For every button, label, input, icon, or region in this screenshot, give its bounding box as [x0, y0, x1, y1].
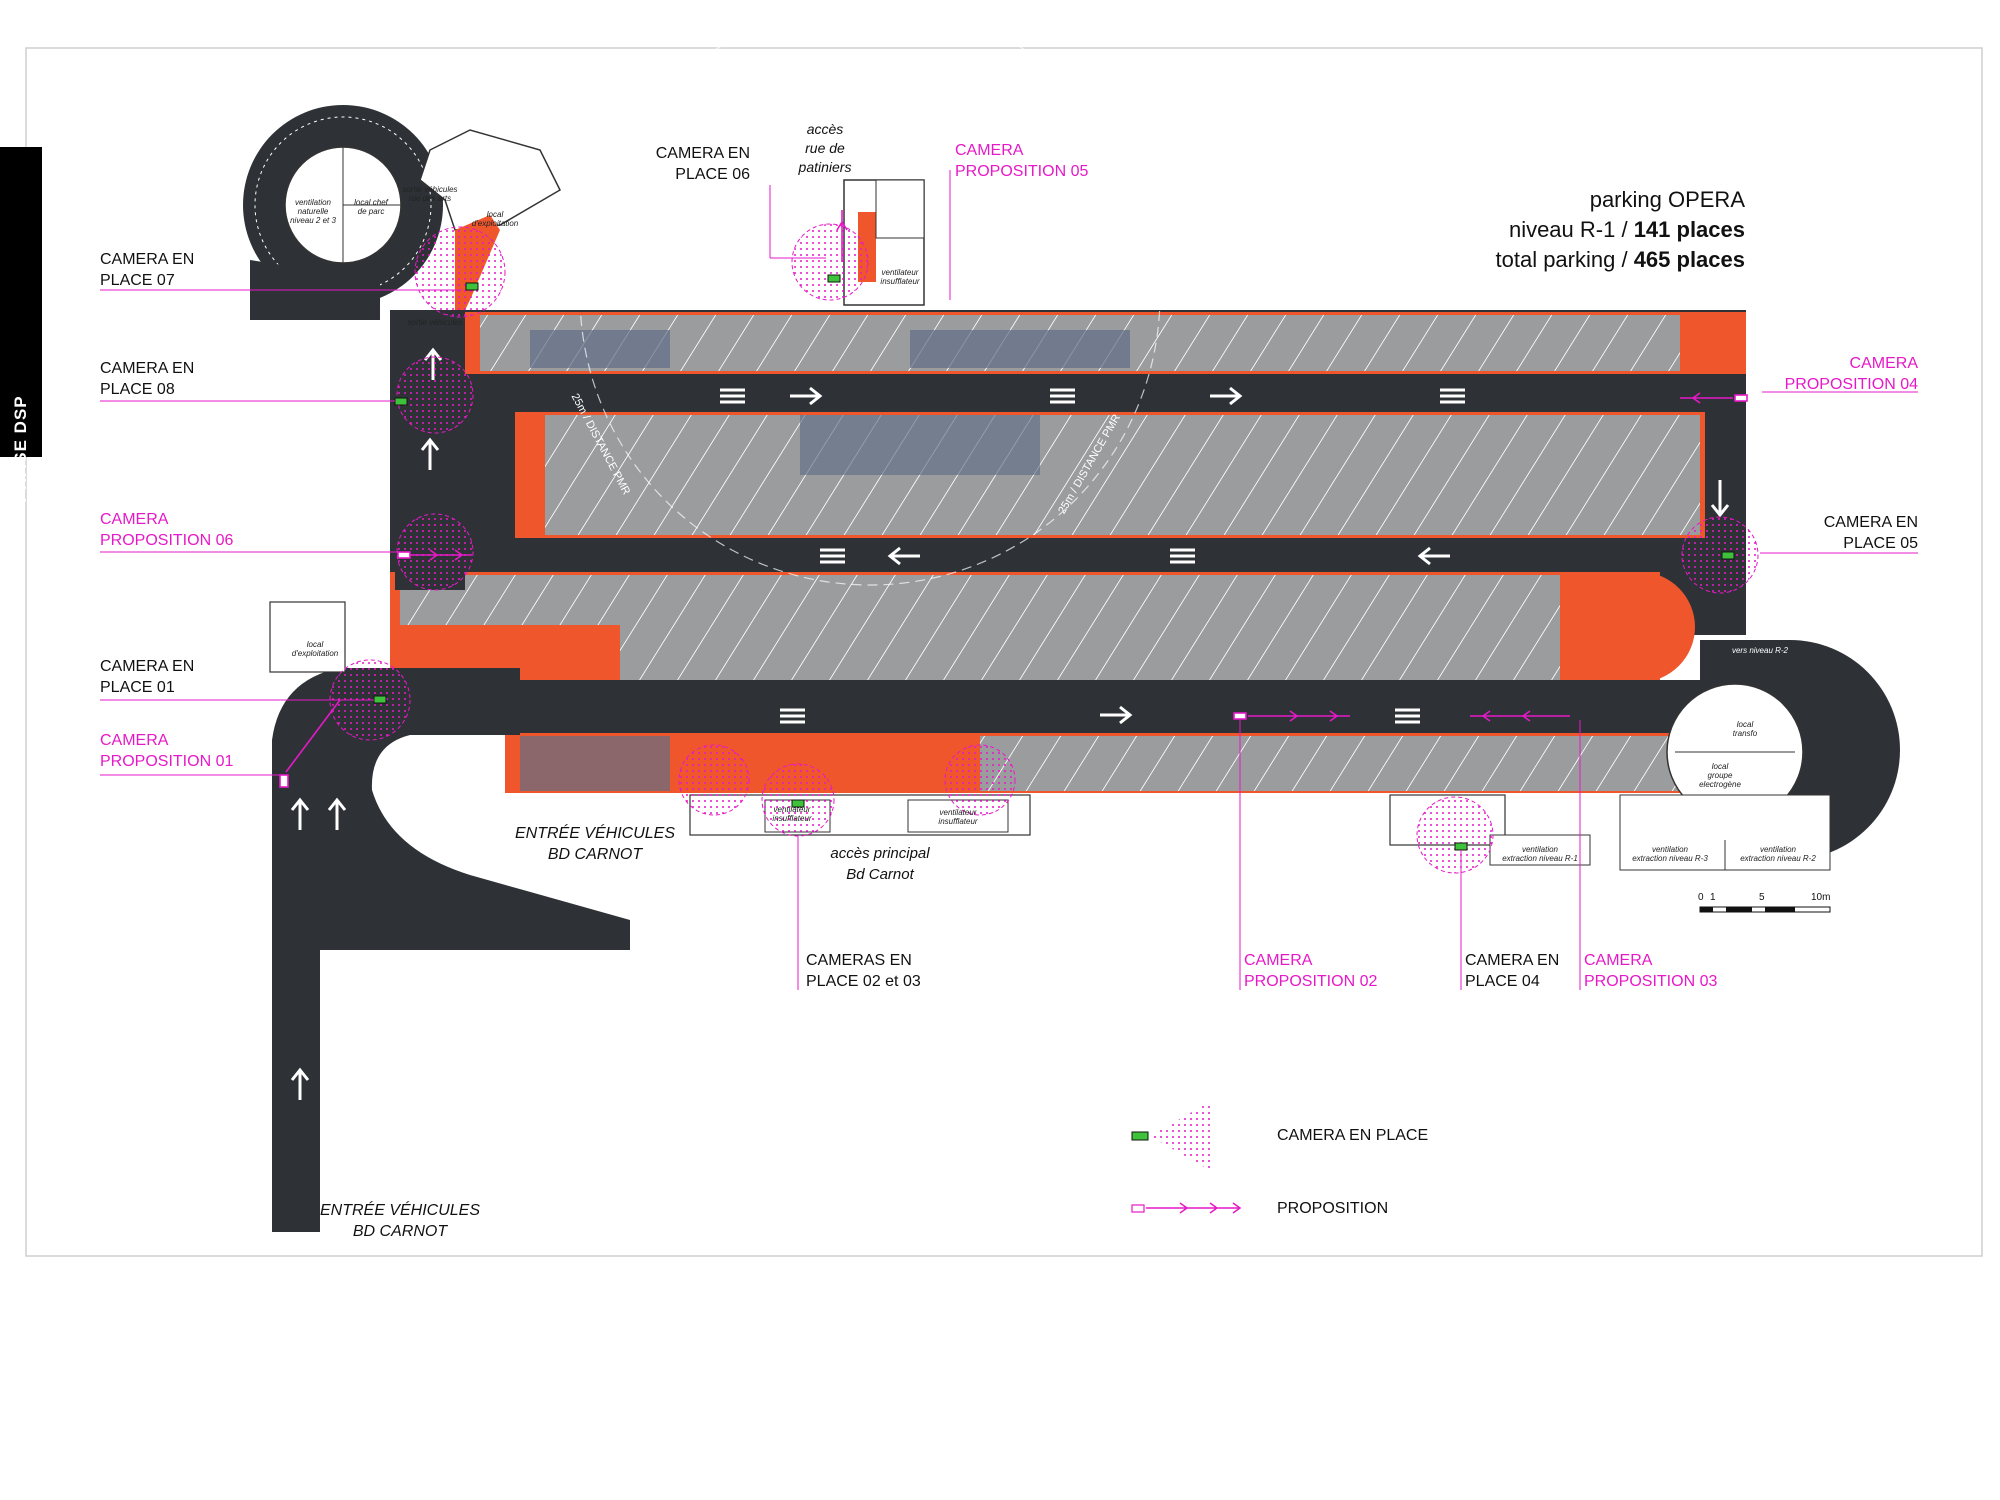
phase-sidebar: PHASE DSP [0, 147, 42, 503]
scale-tick-0: 0 [1698, 892, 1704, 903]
local-building-top [419, 129, 561, 231]
title-block: parking OPERA niveau R-1 / 141 places to… [1496, 185, 1746, 275]
title-line1: parking OPERA [1589, 187, 1745, 212]
legend-camera-en-place: CAMERA EN PLACE [1277, 1127, 1429, 1144]
spiral-ramp-top [243, 105, 443, 320]
title-line2: niveau R-1 / 141 places [1508, 217, 1745, 242]
room-vers-niveau-r2: vers niveau R-2 [1731, 646, 1789, 655]
scale-tick-1: 1 [1710, 892, 1716, 903]
title-line3: total parking / 465 places [1495, 247, 1746, 272]
scale-bar [1699, 906, 1831, 913]
phase-label: PHASE DSP [11, 395, 30, 503]
scale-tick-5: 5 [1759, 892, 1765, 903]
camera-cones [329, 223, 1759, 874]
room-sortie-vehicules: sortie véhicules [407, 318, 463, 327]
legend-proposition: PROPOSITION [1277, 1200, 1389, 1217]
legend-graphics [1131, 1100, 1242, 1214]
entrance-ramp [269, 601, 630, 1232]
drawing-frame [25, 47, 1983, 1257]
scale-tick-10m: 10m [1811, 892, 1831, 903]
